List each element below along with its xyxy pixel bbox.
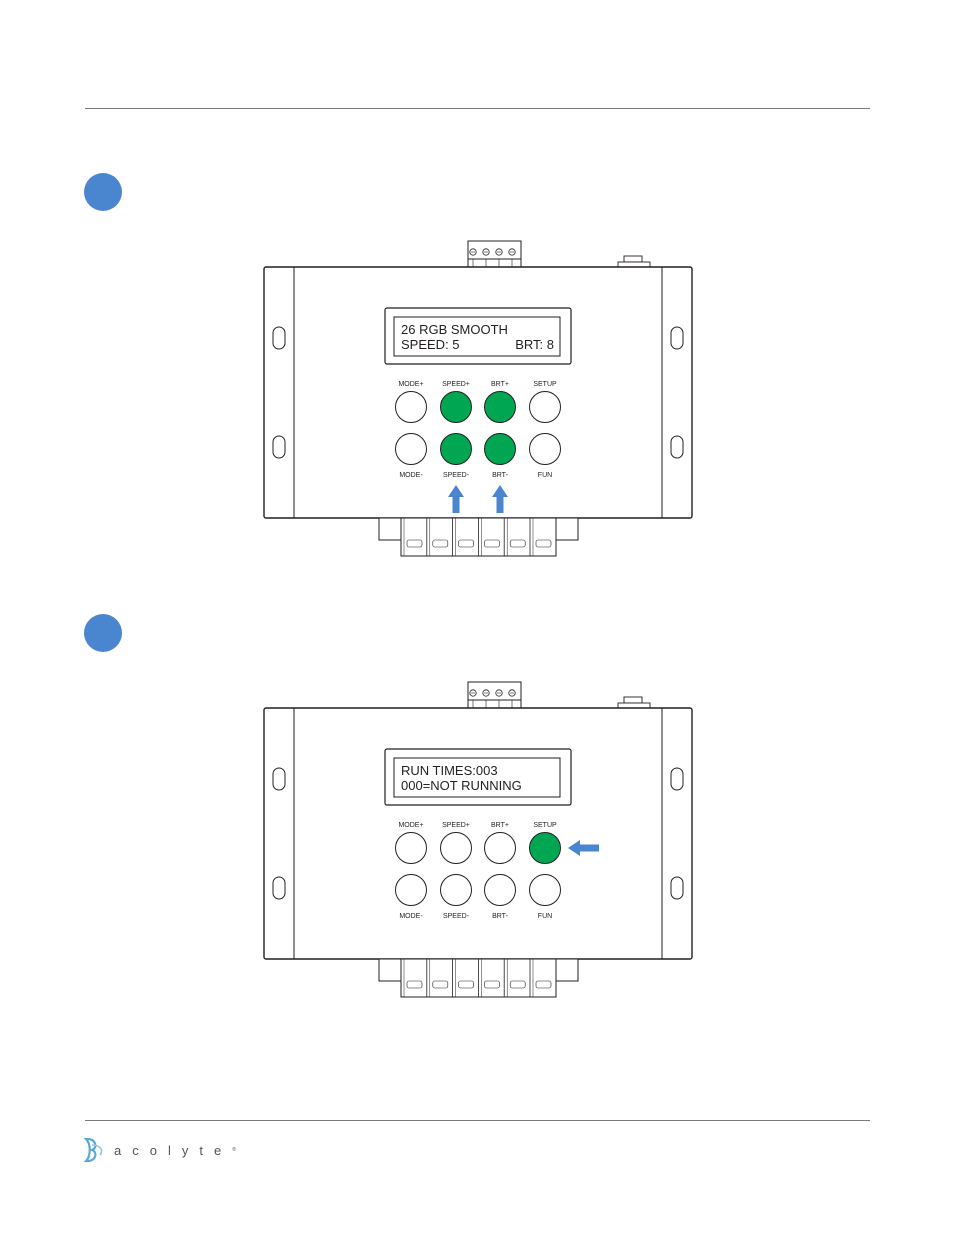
top-terminal-block [468,682,521,708]
top-terminal-block [468,241,521,267]
button-label: MODE- [399,913,423,920]
power-jack [618,256,650,267]
button-setup[interactable]: SETUP [530,822,561,864]
power-jack [618,697,650,708]
brand-logo: acolyte® [82,1136,236,1164]
button-label: SPEED- [443,913,470,920]
button-speed-plus[interactable]: SPEED+ [441,822,472,864]
mounting-slot [273,327,285,349]
button-label: MODE- [399,472,423,479]
button-label: BRT- [492,913,508,920]
button-label: BRT+ [491,822,509,829]
button-label: MODE+ [398,822,423,829]
mounting-slot [671,768,683,790]
step-2-badge [84,614,122,652]
controller-body [264,267,692,518]
button-label: FUN [538,472,552,479]
button-speed-minus[interactable]: SPEED- [441,434,472,480]
button-speed-plus[interactable]: SPEED+ [441,381,472,423]
button-mode-minus[interactable]: MODE- [396,875,427,921]
bottom-terminal-block [379,518,578,556]
button-mode-minus[interactable]: MODE- [396,434,427,480]
button-label: FUN [538,913,552,920]
lcd-line-2: 000=NOT RUNNING [401,778,522,793]
button-label: MODE+ [398,381,423,388]
button-mode-plus[interactable]: MODE+ [396,822,427,864]
brand-name: acolyte [114,1143,232,1158]
mounting-slot [671,436,683,458]
lcd-line-2: SPEED: 5 [401,337,460,352]
button-label: BRT+ [491,381,509,388]
button-mode-plus[interactable]: MODE+ [396,381,427,423]
lcd-line-1: RUN TIMES:003 [401,763,498,778]
controller-body [264,708,692,959]
mounting-slot [671,877,683,899]
button-label: BRT- [492,472,508,479]
step-1-badge [84,173,122,211]
lcd-line-1: 26 RGB SMOOTH [401,322,508,337]
button-label: SPEED- [443,472,470,479]
bottom-terminal-block [379,959,578,997]
bottom-divider [85,1120,870,1121]
button-label: SETUP [533,822,557,829]
button-label: SPEED+ [442,381,470,388]
mounting-slot [273,877,285,899]
mounting-slot [273,436,285,458]
mounting-slot [671,327,683,349]
button-speed-minus[interactable]: SPEED- [441,875,472,921]
mounting-slot [273,768,285,790]
registered-mark: ® [232,1147,236,1153]
button-label: SETUP [533,381,557,388]
top-divider [85,108,870,109]
button-setup[interactable]: SETUP [530,381,561,423]
lcd-line-2-right: BRT: 8 [515,337,554,352]
acolyte-logo-icon [82,1136,106,1164]
button-label: SPEED+ [442,822,470,829]
